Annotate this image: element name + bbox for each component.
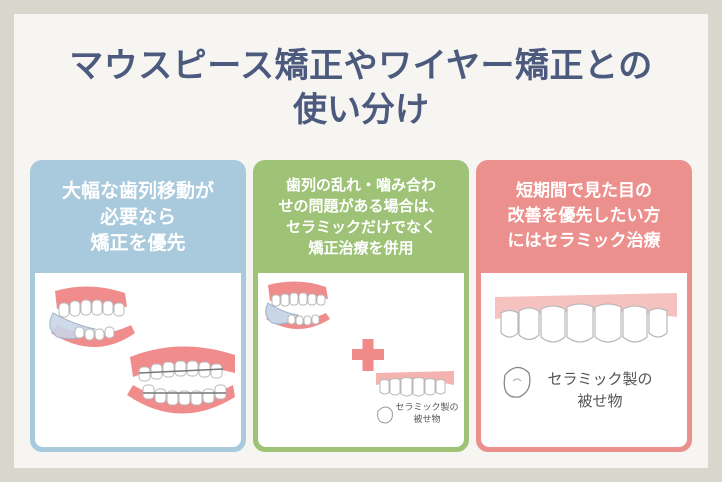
title-line-2: 使い分け [293,90,429,130]
ceramic-teeth-icon [495,293,677,343]
card-1-heading-line-2: 必要なら [99,205,176,228]
ceramic-crown-caption: セラミック製の 被せ物 [394,402,460,426]
card-3-heading-line-3: にはセラミック治療 [507,231,661,251]
ceramic-crown-caption: セラミック製の 被せ物 [535,368,665,412]
infographic-frame: マウスピース矯正やワイヤー矯正との 使い分け 大幅な歯列移動が 必要なら 矯正を… [14,14,708,468]
caption-line-1: セラミック製の [395,403,459,413]
card-2-heading-line-4: 矯正治療を併用 [308,238,414,257]
aligner-teeth-icon [265,281,330,329]
card-2-heading-line-3: セラミックだけでなく [285,217,436,236]
card-2-illustration-area: セラミック製の 被せ物 [258,273,464,447]
caption-line-2: 被せ物 [413,415,441,425]
aligner-teeth-icon [49,286,135,347]
title-line-1: マウスピース矯正やワイヤー矯正との [69,46,653,86]
combined-treatment-illustration [265,281,454,424]
aligner-and-braces-illustration [49,286,235,414]
card-3-heading-line-2: 改善を優先したい方 [507,206,661,226]
ceramic-crown-icon [503,366,531,398]
card-ceramic-first: 短期間で見た目の 改善を優先したい方 にはセラミック治療 [476,160,692,452]
card-3-heading-line-1: 短期間で見た目の [516,181,652,201]
card-2-heading-line-2: せの問題がある場合は、 [278,196,444,215]
card-1-heading: 大幅な歯列移動が 必要なら 矯正を優先 [30,160,246,273]
ceramic-crown-illustration [495,293,677,398]
card-1-illustration-area [35,273,241,447]
card-3-heading: 短期間で見た目の 改善を優先したい方 にはセラミック治療 [476,160,692,273]
plus-icon [352,339,384,371]
caption-line-2: 被せ物 [577,392,623,410]
card-2-heading-line-1: 歯列の乱れ・噛み合わ [285,175,436,194]
caption-line-1: セラミック製の [547,370,653,388]
page-title: マウスピース矯正やワイヤー矯正との 使い分け [14,44,708,132]
card-2-heading: 歯列の乱れ・噛み合わ せの問題がある場合は、 セラミックだけでなく 矯正治療を併… [253,160,469,273]
card-1-heading-line-1: 大幅な歯列移動が [61,179,214,202]
braces-teeth-icon [127,346,235,414]
card-1-heading-line-3: 矯正を優先 [90,231,186,254]
card-3-illustration-area: セラミック製の 被せ物 [481,273,687,447]
card-combined-treatment: 歯列の乱れ・噛み合わ せの問題がある場合は、 セラミックだけでなく 矯正治療を併… [253,160,469,452]
card-orthodontics-first: 大幅な歯列移動が 必要なら 矯正を優先 [30,160,246,452]
ceramic-teeth-icon [376,371,454,424]
